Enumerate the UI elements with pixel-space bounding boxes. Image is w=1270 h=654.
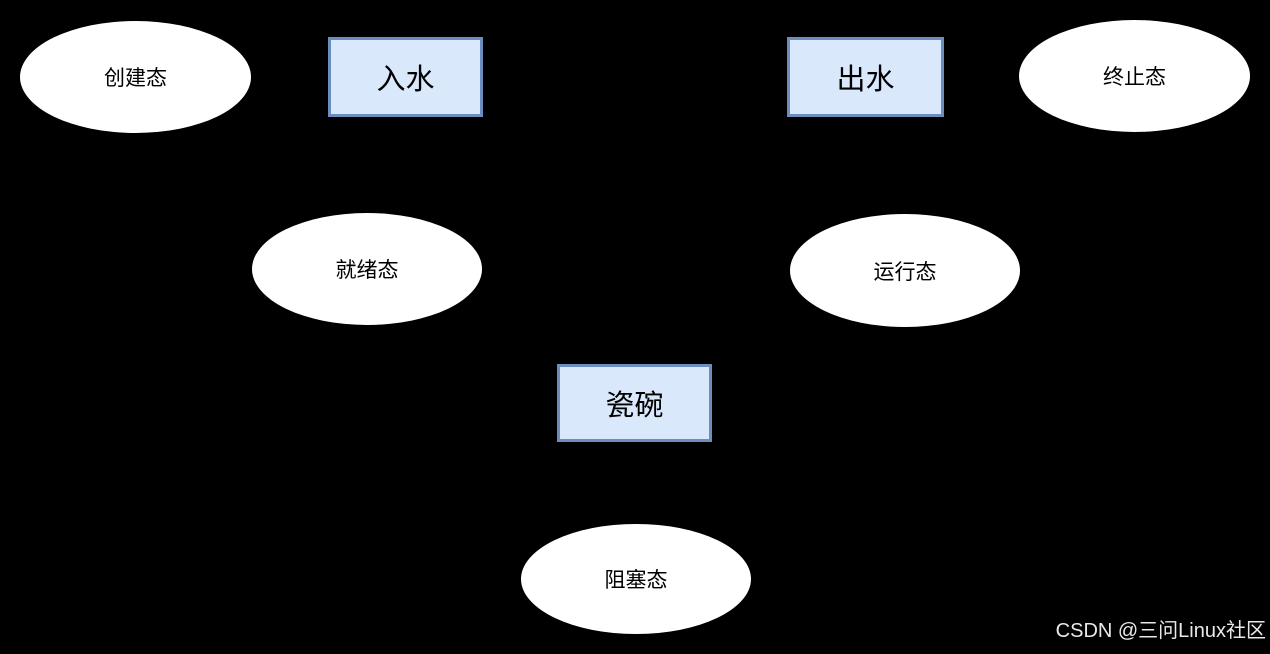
state-ellipse-running: 运行态 bbox=[790, 214, 1020, 327]
state-ellipse-terminate: 终止态 bbox=[1019, 20, 1250, 132]
state-ellipse-create: 创建态 bbox=[20, 21, 251, 133]
box-bowl: 瓷碗 bbox=[557, 364, 712, 442]
state-ellipse-blocked: 阻塞态 bbox=[521, 524, 751, 634]
state-ellipse-ready: 就绪态 bbox=[252, 213, 482, 325]
box-water-out: 出水 bbox=[787, 37, 944, 117]
box-water-in: 入水 bbox=[328, 37, 483, 117]
csdn-watermark: CSDN @三问Linux社区 bbox=[1055, 620, 1266, 642]
